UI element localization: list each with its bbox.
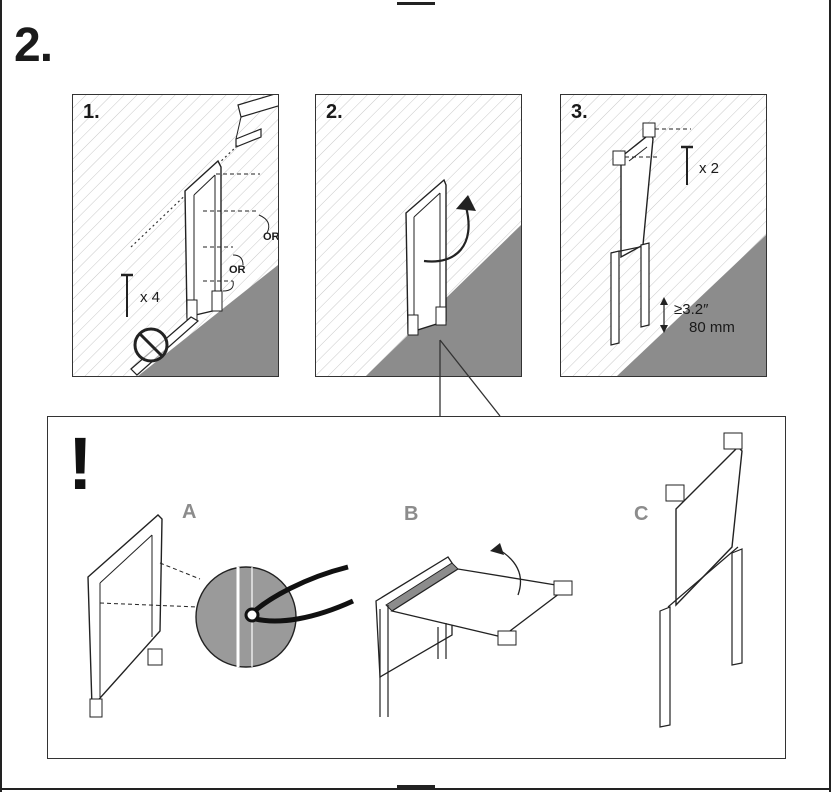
frame-bottom-tab bbox=[397, 785, 435, 788]
frame-top-tab bbox=[397, 2, 435, 5]
frame-bottom-edge bbox=[0, 788, 831, 790]
panel-2-illustration bbox=[316, 95, 521, 376]
panel-1-illustration bbox=[73, 95, 278, 376]
detail-figure-b-label: B bbox=[404, 503, 419, 525]
panel-3-gap-metric: 80 mm bbox=[689, 319, 735, 336]
frame-left-edge bbox=[0, 0, 2, 792]
panel-1: 1. x 4 OR OR bbox=[72, 94, 279, 377]
panel-1-number: 1. bbox=[83, 101, 100, 123]
panel-2-number: 2. bbox=[326, 101, 343, 123]
panel-3-screw-quantity: x 2 bbox=[699, 160, 720, 177]
detail-figure-a-label: A bbox=[182, 501, 197, 523]
panel-2: 2. bbox=[315, 94, 522, 377]
frame-right-edge bbox=[829, 0, 831, 792]
detail-warning-symbol: ! bbox=[68, 422, 93, 505]
panel-3-illustration bbox=[561, 95, 766, 376]
panel-1-option-label-b: OR bbox=[229, 264, 246, 276]
detail-illustrations bbox=[87, 432, 743, 728]
panel-1-option-label-a: OR bbox=[263, 231, 279, 243]
panel-1-screw-quantity: x 4 bbox=[140, 289, 161, 306]
detail-callout-box: ! A B C bbox=[47, 416, 786, 759]
detail-figure-c-label: C bbox=[634, 503, 649, 525]
step-number: 2. bbox=[14, 19, 53, 72]
panel-3: 3. x 2 ≥3.2″ 80 mm bbox=[560, 94, 767, 377]
panel-3-number: 3. bbox=[571, 101, 588, 123]
panel-3-gap-imperial: ≥3.2″ bbox=[674, 301, 709, 318]
